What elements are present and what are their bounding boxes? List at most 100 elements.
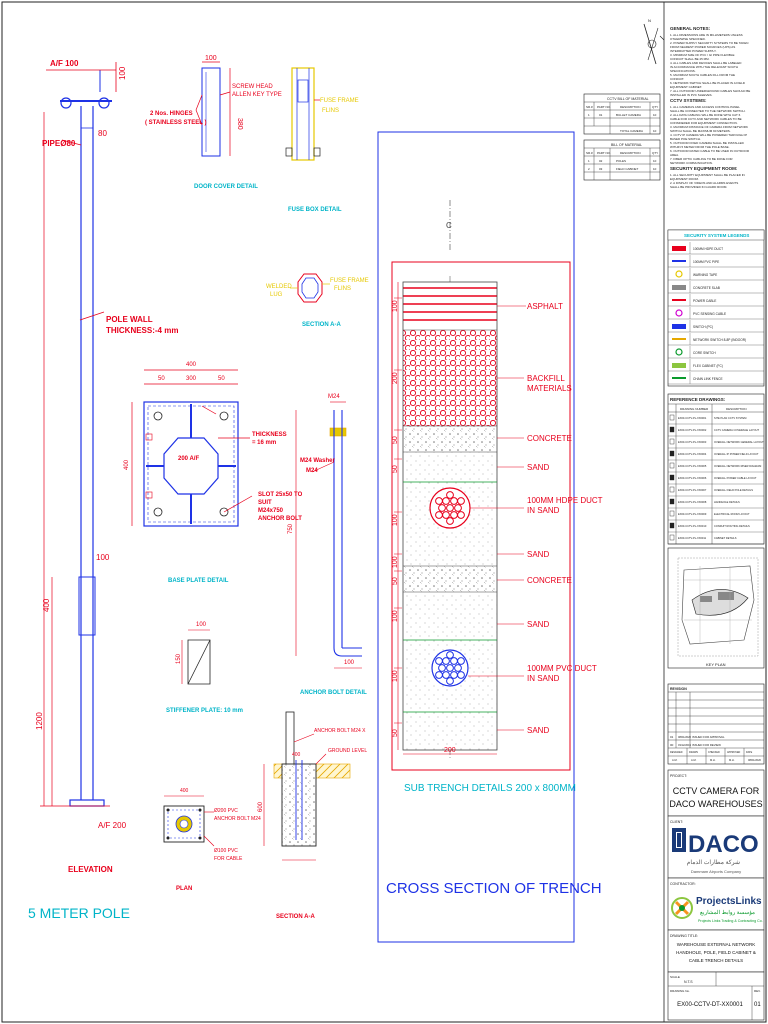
reference-bullet-icon [669,510,675,517]
notes-line: NETWORK COMMUNICATION. [670,161,713,165]
trench-layer-label: IN SAND [527,506,560,515]
pole-elevation [40,62,117,807]
notes-section-title: CCTV SYSTEMS: [670,98,707,103]
bom1-r0c2: BULLET CAMERA [616,113,641,117]
trench-dim-label: 100 [392,670,399,682]
door-key-line1: SCREW HEAD [232,84,273,90]
drawing-title-line2: HANDHOLE, POLE, FIELD CABINET & [676,950,756,955]
notes-line: 5. OUTDOOR FIXED CAMERA SHALL BE INSTALL… [670,141,745,145]
duct-circle [454,504,462,512]
bom1-h2: DESCRIPTION [620,105,641,109]
signature-cells: DESIGNEDA.M.DRAWNA.M.CHECKEDM.H.APPROVED… [670,751,762,762]
notes-line: CONDUIT SHALL BE 25 MM. [670,57,710,61]
base-slot-line3: M24x750 [258,508,284,514]
bom2-r1c3: 10 [653,167,657,171]
trench-center-mark: C [446,221,452,230]
notes-line: INTERRUPTED POWER SUPPLY. [670,49,717,53]
reference-description: OVERALL NETWORK GENERAL LAYOUT [714,440,764,444]
client-arabic: شركة مطارات الدمام [687,859,740,866]
door-dim-100: 100 [205,55,217,62]
legend-symbol-icon [672,246,686,251]
legend-label: 100MM PVC PIPE [693,260,719,264]
trench-layer-label: 100MM PVC DUCT [527,664,597,673]
reference-bullet-icon [669,498,675,505]
reference-number: EX00-CCTV-PL-XX0003 [678,440,707,444]
reference-description: OVERALL POWER CABLE LAYOUT [714,476,757,480]
trench-layer-label: CONCRETE [527,576,572,585]
reference-title: REFERENCE DRAWINGS: [670,397,726,402]
base-af: 200 A/F [178,456,199,462]
trench-dim-label: 50 [392,436,399,444]
pole-dim-80: 80 [98,129,107,138]
notes-line: 1. ALL SECURITY EQUIPMENT SHALL BE PLACE… [670,173,745,177]
plan-label-2: ANCHOR BOLT M24 [214,816,261,822]
legend-symbol-icon [672,285,686,290]
bom2-r0c2: POLES [616,159,626,163]
bom1-r0c3: 10 [653,113,657,117]
signature-header: DATE [746,751,753,754]
footer-no-label: DRAWING No. [670,989,690,993]
fuse-box-title: FUSE BOX DETAIL [288,207,342,213]
footer-scale-value: N.T.S [684,980,693,984]
drawing-title-line1: WAREHOUSE EXTERNAL NETWORK [677,942,755,947]
anchor-dim-750: 750 [288,523,294,534]
legend-label: CORE SWITCH [693,351,716,355]
reference-description: ELECTRICAL ROOM LAYOUT [714,512,750,516]
section-aa-right-line1: FUSE FRAME [330,278,369,284]
pole-dim-100: 100 [118,66,127,80]
notes-line: 7. ALL OUTDOOR UNDERGROUND CABLES SHOULD… [670,89,750,93]
duct-circle [442,497,450,505]
client-english: Dammam Airports Company [691,869,741,874]
notes-line: 3. MAXIMUM DISTANCE OF CAMERA FROM NETWO… [670,125,748,129]
duct-circle [457,671,465,679]
base-dim-300: 300 [186,376,197,382]
foundation-plan [163,795,215,847]
signature-value: A.M. [672,758,678,762]
anchor-label-line1: M24 Washer [300,458,335,464]
notes-line: 3. MINIMUM SIZE OF PVC / GI PIPE FLEXIBL… [670,53,735,57]
anchor-dim-100: 100 [344,660,355,666]
drawing-title-label: DRAWING TITLE: [670,934,698,938]
notes-line: SPECIFICATIONS. [670,69,696,73]
bom1-h1: PART NO. [597,105,611,109]
foundation-section [263,711,351,861]
bom1-title: CCTV BILL OF MATERIAL [607,97,649,101]
reference-number: EX00-CCTV-PL-XX0002 [678,428,707,432]
base-thick-line2: = 16 mm [252,440,276,446]
base-thick-line1: THICKNESS [252,432,287,438]
anchor-top: M24 [328,394,340,400]
pole-dim-400: 400 [42,598,51,612]
base-slot-line1: SLOT 25x50 TO [258,492,303,498]
duct-circle [450,511,458,519]
door-detail-title: DOOR COVER DETAIL [194,184,258,190]
fuse-label-line2: FLINS [322,108,339,114]
duct-circle [446,677,454,685]
trench-width: 200 [444,747,456,754]
plan-title: PLAN [176,886,192,892]
notes-line: SWITCH SHALL BE MAXIMUM 90 METERS. [670,129,731,133]
legend-symbol-icon [672,324,686,329]
anchor-bolt-detail [295,401,362,669]
bom2-r1c1: 03 [599,167,603,171]
section-aa-left-line1: WELDED [266,284,292,290]
legend-label: FLEX CABINET (FC) [693,364,723,368]
footer-rev: 01 [754,1002,761,1008]
legends-table [667,229,765,387]
projects-links-logo-icon [671,897,693,919]
reference-description: CCTV CAMERA COVERAGE LAYOUT [714,428,759,432]
reference-description: CABINET DETAILS [714,536,737,540]
project-label: PROJECT: [670,774,687,778]
base-dim-side: 400 [124,459,130,470]
notes-line: BASED POE SWITCH. [670,137,701,141]
bom2-r1c2: FIELD CABINET [616,167,639,171]
pole-af-bottom: A/F 200 [98,821,127,830]
door-hinge-line1: 2 Nos. HINGES [150,111,193,117]
section-aa-title: SECTION A-A [302,322,341,328]
notes-line: EQUIPMENT CABINET. [670,85,702,89]
reference-h0: DRAWING NUMBER [680,407,709,411]
contractor-logo-text: ProjectsLinks [696,896,762,907]
drawing-title-box [667,929,765,973]
trench-dim-label: 50 [392,729,399,737]
legend-label: WARNING TAPE [693,273,717,277]
